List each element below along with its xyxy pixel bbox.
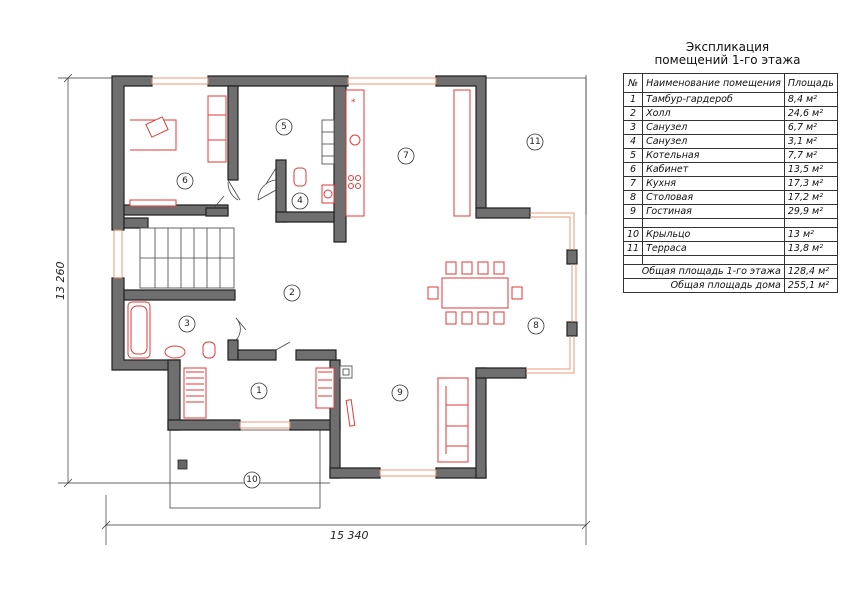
svg-text:10: 10 (246, 475, 258, 485)
wardrobes (183, 367, 335, 419)
schedule-title-line2: помещений 1-го этажа (654, 53, 801, 67)
room-label-2: 2 (283, 284, 301, 302)
height-dimension: 13 260 (54, 262, 67, 301)
dining-table (427, 261, 523, 325)
room-label-9: 9 (391, 384, 409, 402)
boiler-equipment (321, 119, 335, 165)
exterior-walls (111, 75, 578, 479)
col-area-header: Площадь (783, 73, 838, 93)
wc-small-fixtures (293, 167, 335, 204)
svg-text:7: 7 (403, 151, 409, 161)
svg-text:6: 6 (182, 176, 188, 186)
svg-text:3: 3 (184, 319, 190, 329)
svg-text:8: 8 (533, 321, 539, 331)
svg-text:1: 1 (256, 386, 262, 396)
table-spacer (622, 255, 838, 265)
room-label-11: 11 (526, 133, 544, 151)
room-label-8: 8 (527, 317, 545, 335)
doors (213, 167, 291, 351)
svg-text:4: 4 (297, 196, 303, 206)
office-furniture (129, 95, 227, 207)
room-label-1: 1 (250, 382, 268, 400)
col-number-header: № (622, 73, 644, 93)
staircase (139, 227, 235, 289)
room-label-3: 3 (178, 315, 196, 333)
room-label-7: 7 (397, 147, 415, 165)
room-label-10: 10 (243, 471, 261, 489)
svg-text:5: 5 (281, 122, 287, 132)
room-label-4: 4 (291, 192, 309, 210)
width-dimension: 15 340 (330, 529, 369, 542)
room-label-6: 6 (176, 172, 194, 190)
room-label-5: 5 (275, 118, 293, 136)
terrace-outline (485, 77, 587, 215)
svg-text:11: 11 (529, 137, 540, 147)
col-name-header: Наименование помещения (642, 73, 785, 93)
living-room-furniture (339, 365, 469, 463)
svg-text:9: 9 (397, 388, 403, 398)
porch-outline (169, 429, 321, 509)
porch-column (177, 459, 188, 470)
table-spacer (622, 218, 838, 228)
windows (113, 77, 577, 477)
schedule-title-line1: Экспликация (685, 40, 770, 54)
kitchen-units: * (345, 89, 471, 217)
room-schedule: Экспликация помещений 1-го этажа № Наиме… (622, 40, 838, 293)
schedule-header-row: № Наименование помещения Площадь (622, 73, 838, 93)
svg-text:*: * (351, 98, 356, 108)
bathroom-fixtures (127, 301, 216, 359)
svg-text:2: 2 (289, 288, 295, 298)
